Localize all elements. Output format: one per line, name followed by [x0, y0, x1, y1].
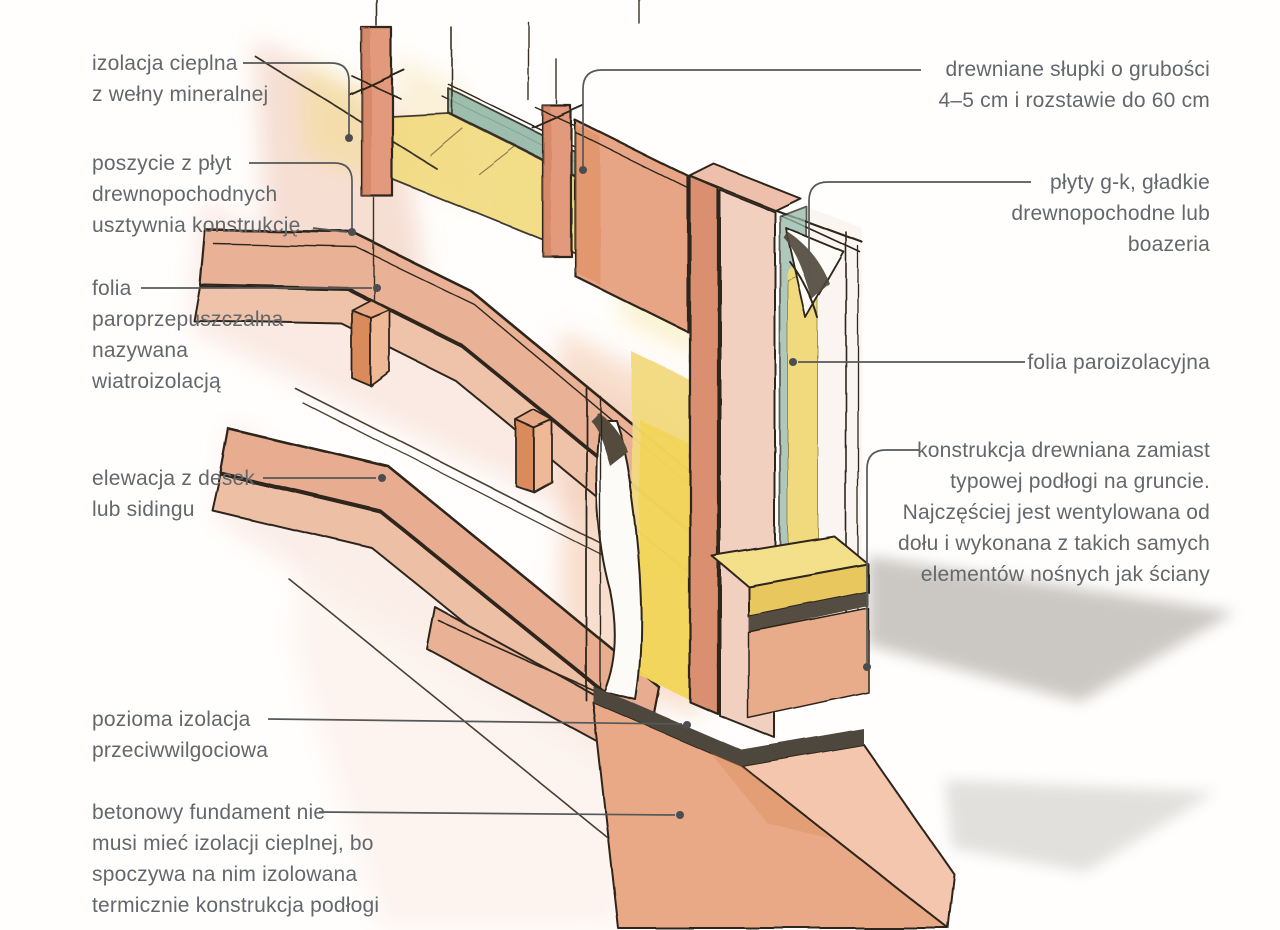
wall-studs: [349, 26, 690, 334]
label-line: Najczęściej jest wentylowana od: [902, 501, 1210, 524]
floor-platform: [711, 535, 869, 719]
label-line: izolacja cieplna: [92, 52, 238, 75]
label-pozioma-izolacja: pozioma izolacja przeciwwilgociowa: [92, 704, 268, 766]
leader-fundament: [318, 811, 676, 816]
label-line: przeciwwilgociowa: [92, 739, 269, 762]
leader-slupki: [582, 69, 921, 166]
label-line: 4–5 cm i rozstawie do 60 cm: [938, 89, 1210, 112]
label-plyty-gk: płyty g-k, gładkie drewnopochodne lub bo…: [1011, 167, 1210, 260]
label-line: lub sidingu: [92, 498, 195, 521]
label-line: musi mieć izolacji cieplnej, bo: [92, 832, 374, 855]
label-line: boazeria: [1127, 233, 1210, 256]
leader-pozioma-izolacja: [267, 718, 683, 725]
label-line: konstrukcja drewniana zamiast: [917, 439, 1210, 462]
label-line: betonowy fundament nie: [92, 801, 326, 824]
wind-foil-lines: [287, 387, 661, 881]
leader-poszycie: [249, 162, 353, 229]
label-izolacja-cieplna: izolacja cieplna z wełny mineralnej: [92, 48, 268, 110]
label-line: paroprzepuszczalna: [92, 308, 284, 331]
leader-izolacja-cieplna: [243, 62, 350, 135]
label-line: spoczywa na nim izolowana: [92, 863, 358, 886]
leader-plyty-gk: [808, 181, 1031, 276]
leader-konstrukcja-podlogi: [866, 449, 919, 663]
label-line: poszycie z płyt: [92, 152, 232, 175]
foundation: [592, 686, 955, 929]
label-poszycie: poszycie z płyt drewnopochodnych usztywn…: [92, 148, 300, 241]
label-line: wiatroizolacją: [92, 370, 221, 393]
label-line: termicznie konstrukcja podłogi: [92, 894, 380, 917]
stud-stubs: [351, 299, 553, 493]
label-folia-paroizolacyjna: folia paroizolacyjna: [1027, 347, 1210, 378]
label-line: nazywana: [92, 339, 189, 362]
leader-dots: [345, 134, 871, 819]
damp-proof-course: [593, 686, 864, 766]
label-fundament: betonowy fundament nie musi mieć izolacj…: [92, 797, 379, 921]
leader-lines: [141, 62, 1031, 819]
label-line: elewacja z desek: [92, 467, 256, 490]
label-wiatroizolacja: folia paroprzepuszczalna nazywana wiatro…: [92, 273, 284, 397]
label-line: folia: [92, 277, 132, 300]
label-line: drewnopochodne lub: [1011, 202, 1210, 225]
label-line: usztywnia konstrukcję: [92, 214, 301, 237]
label-line: płyty g-k, gładkie: [1049, 171, 1210, 194]
leader-poszycie-tick: [312, 227, 348, 233]
label-elewacja: elewacja z desek lub sidingu: [92, 463, 255, 525]
label-line: typowej podłogi na gruncie.: [950, 470, 1210, 493]
label-line: dołu i wykonana z takich samych: [897, 532, 1210, 555]
label-konstrukcja-podlogi: konstrukcja drewniana zamiast typowej po…: [898, 435, 1210, 590]
label-line: elementów nośnych jak ściany: [920, 563, 1210, 586]
label-line: drewnopochodnych: [92, 183, 278, 206]
label-line: drewniane słupki o grubości: [945, 58, 1210, 81]
label-line: pozioma izolacja: [92, 708, 251, 731]
ground-shadow: [868, 556, 1235, 872]
label-line: folia paroizolacyjna: [1027, 351, 1210, 374]
wall-base-detail: [585, 352, 690, 701]
label-slupki: drewniane słupki o grubości 4–5 cm i roz…: [938, 54, 1210, 116]
label-line: z wełny mineralnej: [92, 83, 269, 106]
